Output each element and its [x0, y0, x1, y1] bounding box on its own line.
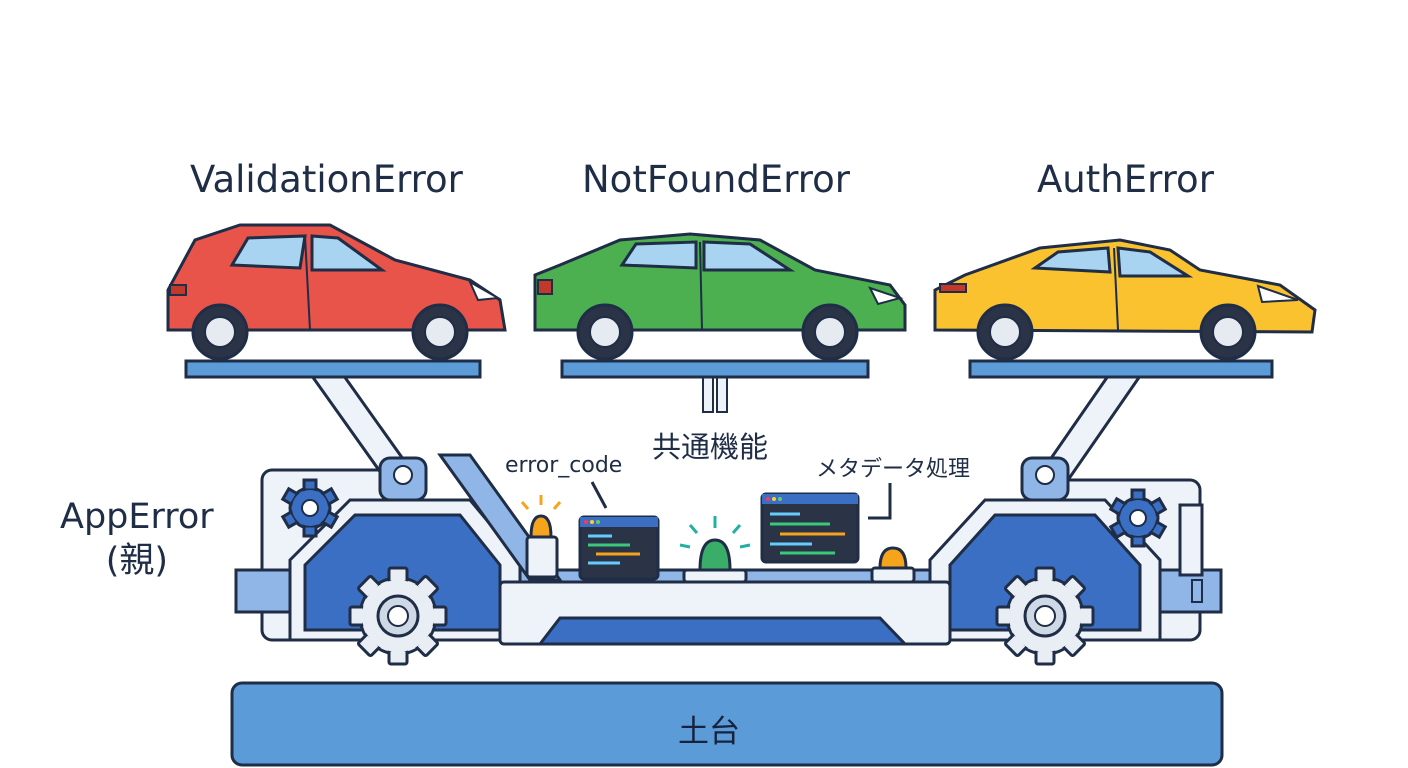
lift-arms	[309, 374, 1143, 502]
app-error-parent-note: (親)	[105, 541, 168, 581]
base-label: 土台	[678, 714, 740, 750]
gear-icon	[348, 566, 448, 666]
lamp-icon	[520, 495, 562, 579]
auth-error-label: AuthError	[1037, 158, 1214, 201]
app-error-parent-label: AppError (親)	[60, 495, 214, 583]
code-screen-icon	[760, 492, 860, 564]
error-code-pointer	[590, 481, 608, 509]
auth-error-car	[933, 238, 1317, 361]
not-found-error-label: NotFoundError	[582, 158, 850, 201]
gear-icon	[1109, 488, 1167, 548]
platform-notfound	[560, 359, 870, 379]
gear-icon	[281, 478, 339, 538]
common-function-label: 共通機能	[652, 430, 769, 464]
platform-auth	[968, 359, 1274, 379]
platform-validation	[184, 359, 482, 379]
app-error-name: AppError	[60, 497, 214, 537]
validation-error-car	[166, 223, 507, 361]
gear-icon	[995, 566, 1095, 666]
validation-error-label: ValidationError	[190, 158, 463, 201]
code-screen-icon	[578, 515, 660, 581]
metadata-pointer	[868, 483, 892, 520]
metadata-processing-label: メタデータ処理	[816, 457, 971, 482]
base-platform	[230, 681, 1224, 767]
not-found-error-car	[533, 232, 907, 361]
lamp-icon	[679, 516, 751, 584]
lamp-icon	[870, 546, 916, 584]
error-code-label: error_code	[505, 453, 623, 478]
